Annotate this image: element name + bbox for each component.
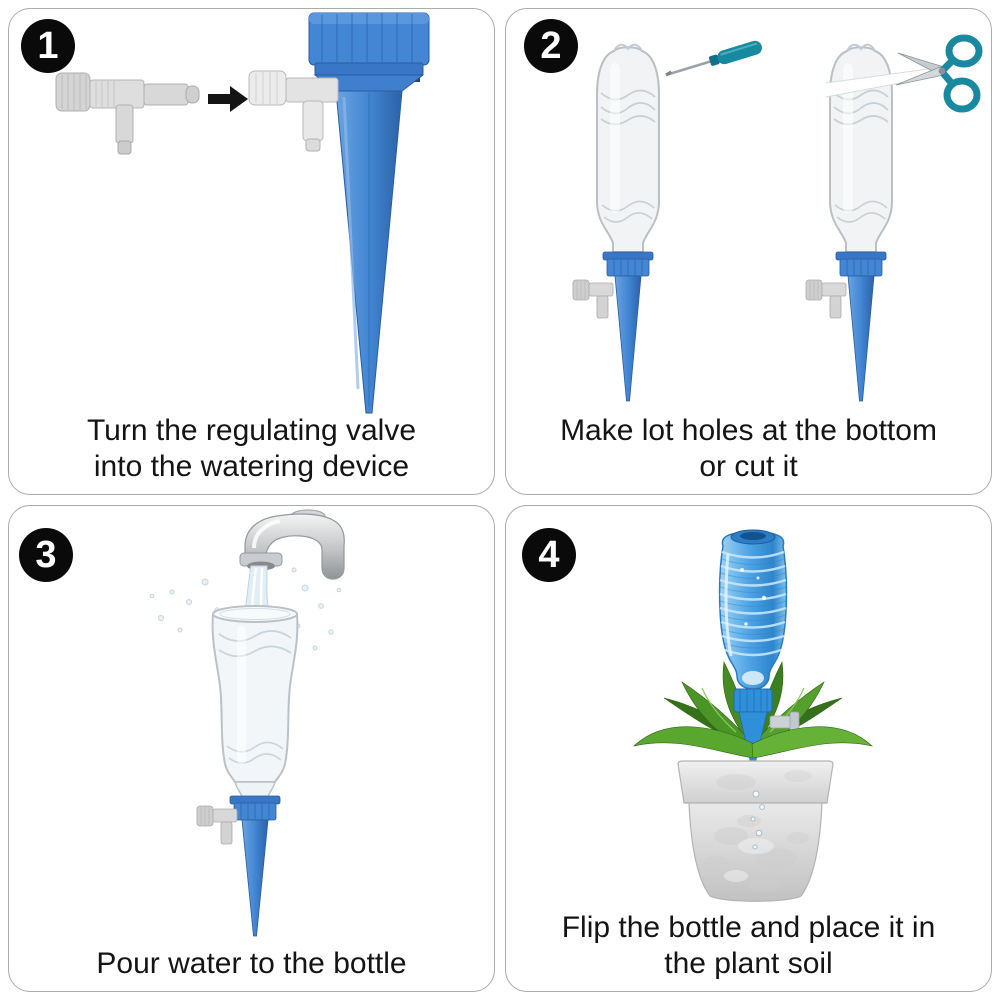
caption-line: Flip the bottle and place it in <box>561 911 936 944</box>
inverted-bottle-on-spike <box>805 43 893 403</box>
spike-valve <box>196 805 238 845</box>
watering-spike <box>308 12 430 414</box>
flower-pot <box>677 760 834 902</box>
watering-spike <box>733 688 773 765</box>
caption-line: Make lot holes at the bottom <box>560 414 937 447</box>
caption-line: Turn the regulating valve <box>86 414 417 447</box>
step-4-badge: 4 <box>522 528 576 582</box>
step-3-badge: 3 <box>19 528 73 582</box>
step-1-badge: 1 <box>21 19 75 73</box>
step-4-illustration <box>632 529 874 902</box>
step-3-number: 3 <box>35 533 57 576</box>
step-4-caption: Flip the bottle and place it in the plan… <box>514 910 983 982</box>
step-1-illustration <box>55 12 430 414</box>
step-panel-1: 1 <box>8 8 495 495</box>
step-1-number: 1 <box>37 24 59 67</box>
step-panel-4: 4 <box>505 505 992 992</box>
cut-bottle-on-spike <box>211 605 299 937</box>
step-2-illustration <box>572 34 983 403</box>
caption-line: into the watering device <box>93 450 410 483</box>
scissors-icon <box>895 34 983 113</box>
spike-valve <box>769 711 800 732</box>
step-panel-3: 3 <box>8 505 495 992</box>
step-4-number: 4 <box>538 533 560 576</box>
flipped-water-bottle <box>718 529 788 690</box>
step-3-caption: Pour water to the bottle <box>17 946 486 982</box>
awl-icon <box>665 40 762 77</box>
step-1-caption: Turn the regulating valve into the water… <box>17 413 486 485</box>
step-panel-2: 2 <box>505 8 992 495</box>
inverted-bottle-on-spike <box>572 43 660 403</box>
spike-valve <box>248 70 339 152</box>
step-2-number: 2 <box>540 24 562 67</box>
step-2-caption: Make lot holes at the bottom or cut it <box>514 413 983 485</box>
caption-line: the plant soil <box>664 947 833 980</box>
caption-line: or cut it <box>699 450 798 483</box>
faucet <box>239 509 345 580</box>
caption-line: Pour water to the bottle <box>96 947 407 980</box>
plant-leaves-front <box>632 726 874 759</box>
arrow-right-icon <box>208 86 248 112</box>
step-3-illustration <box>149 509 345 937</box>
water-splash <box>149 567 342 651</box>
regulating-valve <box>55 72 200 155</box>
step-2-badge: 2 <box>524 19 578 73</box>
water-droplets <box>750 790 765 850</box>
